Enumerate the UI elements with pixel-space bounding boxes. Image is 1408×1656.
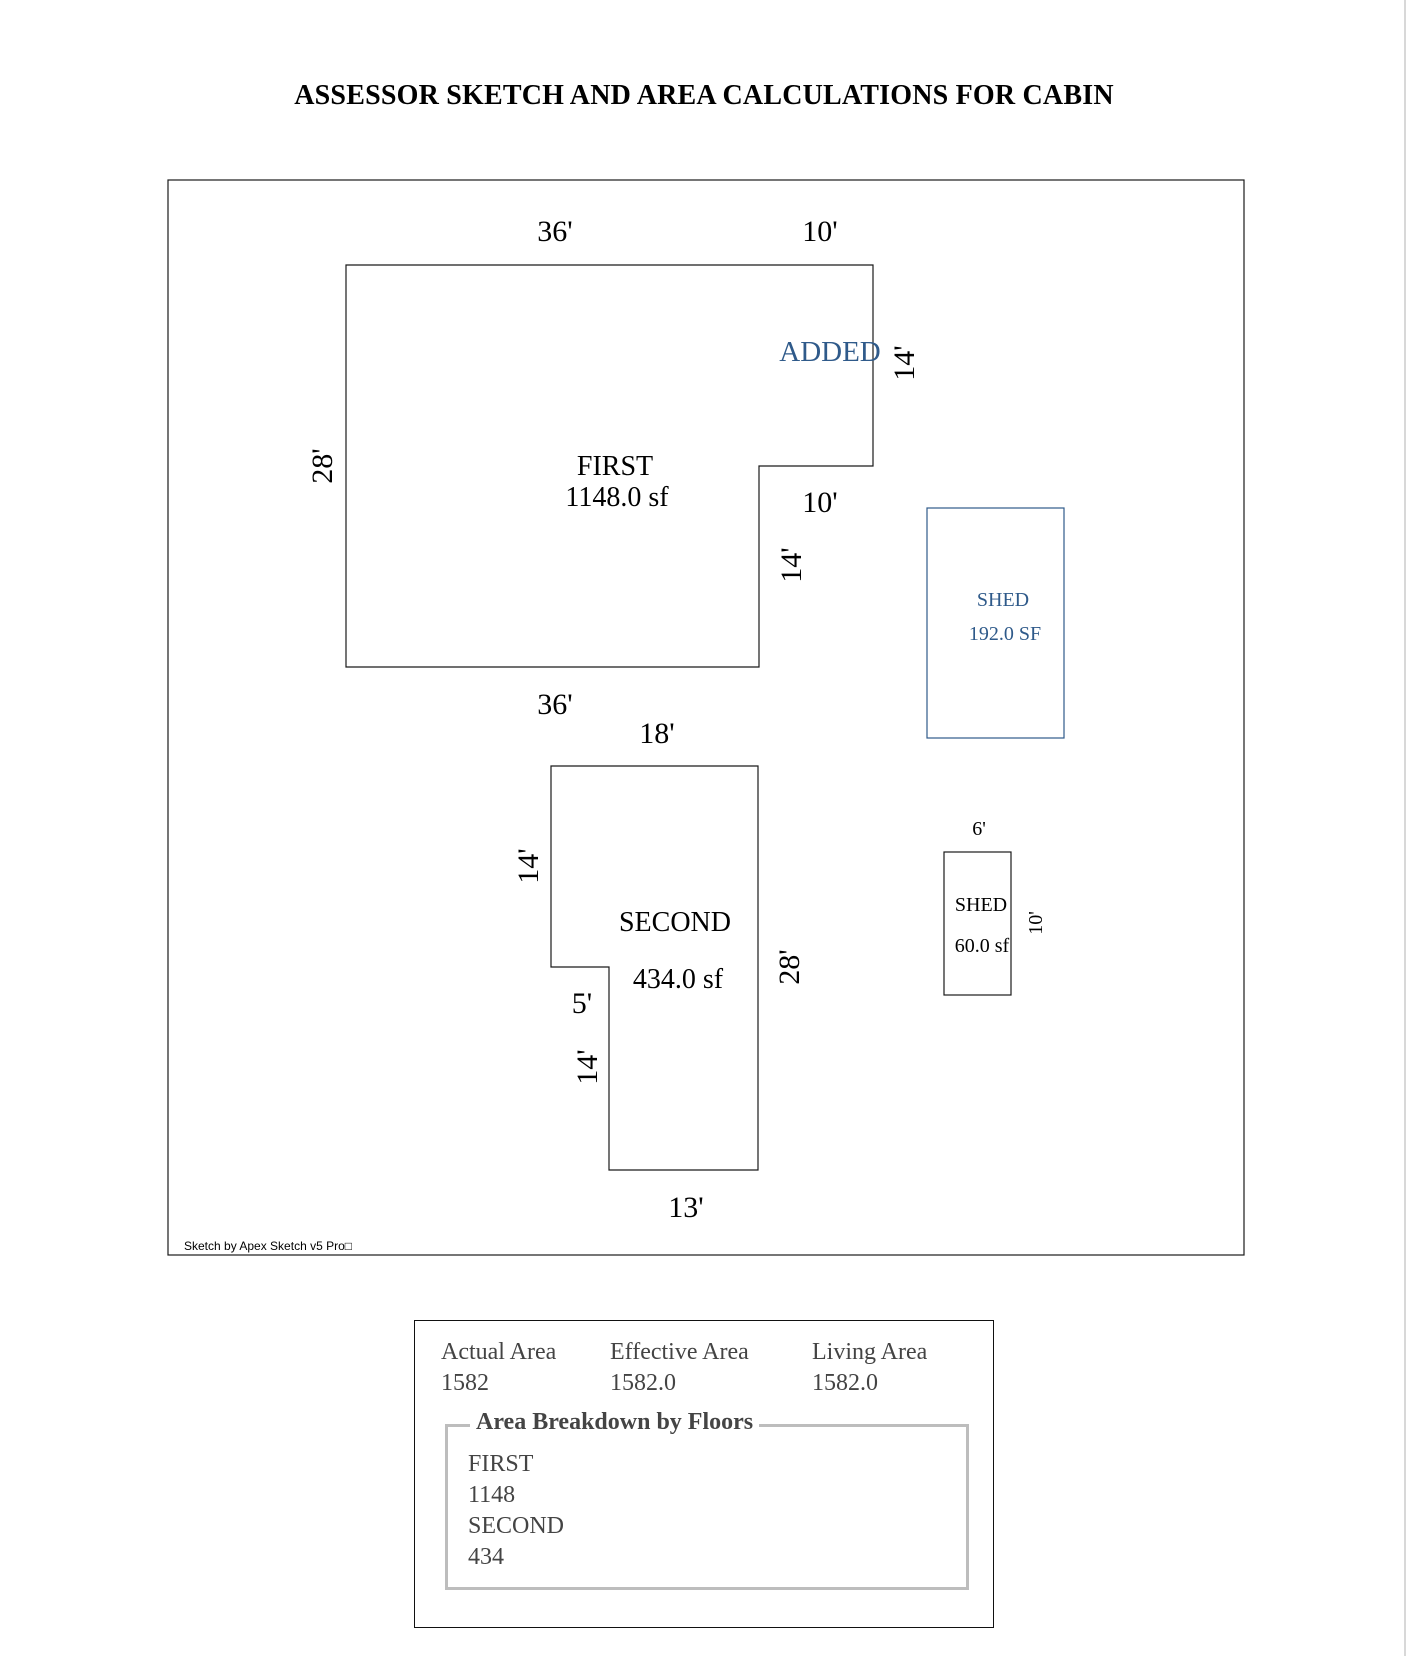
floor-list: FIRST 1148 SECOND 434: [468, 1449, 564, 1573]
actual-area-value: 1582: [441, 1370, 489, 1396]
second-dim-right: 28': [773, 949, 806, 984]
second-dim-top: 18': [639, 717, 674, 750]
sketch-diagram: FIRST 1148.0 sf 36' 10' 28' 14' 10' 14' …: [167, 179, 1245, 1256]
second-dim-bottom: 13': [668, 1191, 703, 1224]
added-label: ADDED: [779, 336, 881, 368]
second-dim-notch: 5': [572, 987, 592, 1020]
first-dim-right: 14': [888, 345, 921, 380]
floor-name: FIRST: [468, 1451, 534, 1477]
page-edge: [1404, 0, 1406, 1656]
second-dim-left-lower: 14': [571, 1049, 604, 1084]
floor-area: 434: [468, 1544, 504, 1570]
second-floor-name: SECOND: [619, 907, 731, 938]
first-dim-bottom: 36': [537, 688, 572, 721]
large-shed-outline: [926, 507, 1065, 739]
large-shed-name: SHED: [977, 589, 1029, 611]
small-shed-dim-top: 6': [972, 818, 986, 840]
first-dim-top-a: 36': [537, 215, 572, 248]
second-floor-outline: [550, 765, 759, 1171]
second-floor-area: 434.0 sf: [633, 964, 724, 995]
small-shed-name: SHED: [955, 894, 1007, 916]
area-breakdown-group: Area Breakdown by Floors FIRST 1148 SECO…: [445, 1409, 969, 1590]
first-dim-step-v: 14': [775, 547, 808, 582]
area-breakdown-title: Area Breakdown by Floors: [470, 1409, 760, 1436]
effective-area-label: Effective Area: [610, 1339, 749, 1365]
first-dim-step-h: 10': [802, 486, 837, 519]
living-area-column: Living Area 1582.0: [812, 1337, 927, 1399]
first-dim-left: 28': [306, 448, 339, 483]
first-floor-area: 1148.0 sf: [565, 482, 669, 513]
effective-area-column: Effective Area 1582.0: [610, 1337, 749, 1399]
sketch-frame: [167, 179, 1245, 1256]
small-shed-outline: [943, 851, 1012, 996]
actual-area-column: Actual Area 1582: [441, 1337, 556, 1399]
area-summary-box: Actual Area 1582 Effective Area 1582.0 L…: [414, 1320, 994, 1628]
large-shed-area: 192.0 SF: [969, 623, 1041, 645]
first-floor-name: FIRST: [577, 451, 653, 482]
small-shed-area: 60.0 sf: [955, 935, 1010, 957]
small-shed-dim-right: 10': [1025, 911, 1047, 935]
floor-area: 1148: [468, 1482, 516, 1508]
effective-area-value: 1582.0: [610, 1370, 676, 1396]
living-area-label: Living Area: [812, 1339, 928, 1365]
sketch-credit: Sketch by Apex Sketch v5 Pro□: [184, 1239, 352, 1253]
first-floor-outline: [345, 264, 874, 668]
first-dim-top-b: 10': [802, 215, 837, 248]
page-title: ASSESSOR SKETCH AND AREA CALCULATIONS FO…: [294, 80, 1114, 111]
actual-area-label: Actual Area: [441, 1339, 557, 1365]
living-area-value: 1582.0: [812, 1370, 878, 1396]
second-dim-left-upper: 14': [512, 848, 545, 883]
floor-name: SECOND: [468, 1513, 565, 1539]
